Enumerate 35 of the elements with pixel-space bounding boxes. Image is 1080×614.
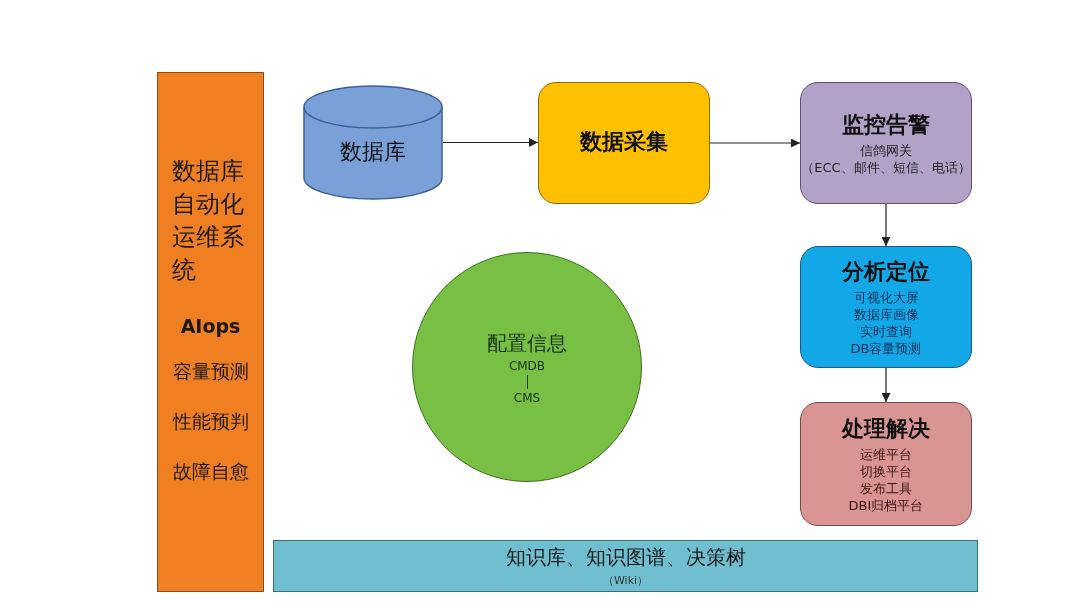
item-text: DBI归档平台 [848,497,924,514]
item-text: DB容量预测 [850,340,922,357]
item-text: CMDB [508,358,546,373]
item-text: 信鸽网关 [860,142,912,159]
process-box [800,402,972,526]
arrow [442,138,539,147]
arrow [709,138,801,148]
node-title: 分析定位 [842,258,930,286]
item-text: 运维平台 [860,446,912,463]
band-title: 知识库、知识图谱、决策树 [505,544,746,571]
process-box [800,82,972,204]
item-text: 切换平台 [860,463,912,480]
item-text: 可视化大屏 [853,289,919,306]
node-title: 数据库 [340,137,406,166]
item-text: 数据库画像 [853,306,919,323]
arrow [881,367,891,403]
node-title: 数据采集 [580,128,668,156]
panel-item: 故障自愈 [172,459,249,484]
panel-item: 容量预测 [172,359,249,384]
side-panel [157,72,264,592]
process-box [538,82,710,204]
panel-item: 性能预判 [172,409,249,434]
item-text: （ECC、邮件、短信、电话） [801,159,971,176]
panel-heading: AIops [180,315,241,337]
panel-title: 数据库自动化运维系统 [171,156,245,286]
item-text: CMS [513,390,541,405]
knowledge-band [273,540,978,592]
node-title: 配置信息 [487,329,567,357]
node-title: 监控告警 [842,111,930,139]
band-note: （Wiki） [602,573,649,588]
item-text: 发布工具 [860,480,912,497]
process-box [800,246,972,368]
arrow [881,203,891,247]
item-text: 实时查询 [860,323,912,340]
node-title: 处理解决 [842,415,930,443]
